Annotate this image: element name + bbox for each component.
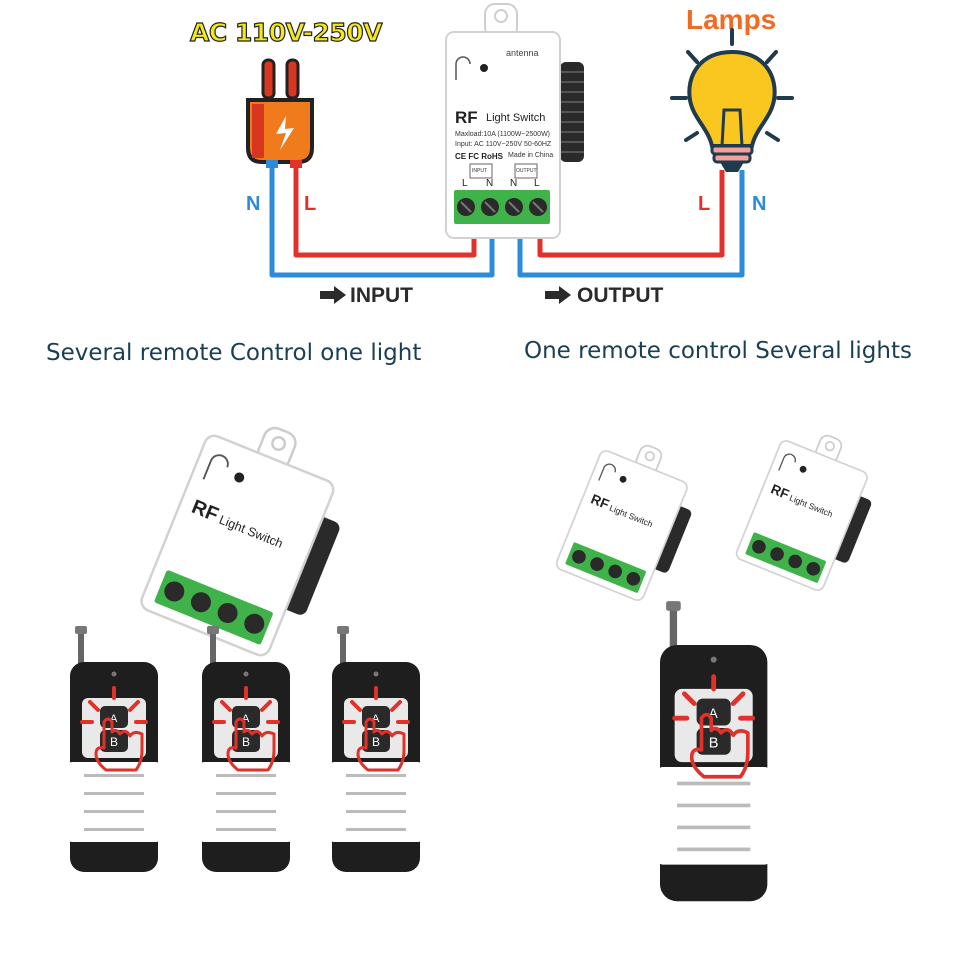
input-arrow-icon	[320, 286, 346, 304]
module-name: Light Switch	[486, 112, 546, 124]
left-panel-title: Several remote Control one light	[46, 340, 422, 366]
module-small-1	[553, 429, 711, 609]
terminal-label-3: N	[510, 178, 518, 189]
left-live-label: L	[304, 193, 317, 215]
terminal-label-2: N	[486, 178, 494, 189]
right-panel-title: One remote control Several lights	[524, 338, 912, 364]
module-small-2	[733, 419, 891, 599]
input-label: INPUT	[350, 284, 413, 307]
power-plug-icon	[246, 58, 314, 168]
module-large	[137, 403, 368, 667]
remote-2	[198, 624, 294, 874]
wiring-diagram	[246, 3, 794, 304]
terminal-label-1: L	[462, 178, 468, 189]
module-terminal-input: INPUT	[472, 168, 487, 174]
module-input-spec: Input: AC 110V~250V 50-60HZ	[455, 141, 552, 148]
left-neutral-label: N	[246, 193, 261, 215]
remote-3	[328, 624, 424, 874]
remote-1	[66, 624, 162, 874]
remote-single	[658, 601, 770, 901]
voltage-label: AC 110V-250V	[189, 17, 383, 47]
terminal-label-4: L	[534, 178, 540, 189]
lamp-bulb-icon	[670, 28, 794, 172]
module-certs: CE FC RoHS	[455, 152, 503, 161]
output-arrow-icon	[545, 286, 571, 304]
module-terminal-output: OUTPUT	[516, 168, 537, 174]
module-antenna-text: antenna	[506, 48, 539, 58]
module-brand: RF	[455, 108, 478, 127]
right-neutral-label: N	[752, 193, 767, 215]
right-live-label: L	[698, 193, 711, 215]
output-label: OUTPUT	[577, 284, 664, 307]
module-made-in: Made in China	[508, 152, 554, 159]
antenna-coil	[560, 62, 584, 162]
rf-switch-module	[445, 3, 561, 239]
module-maxload: Maxload:10A (1100W~2500W)	[455, 131, 551, 138]
